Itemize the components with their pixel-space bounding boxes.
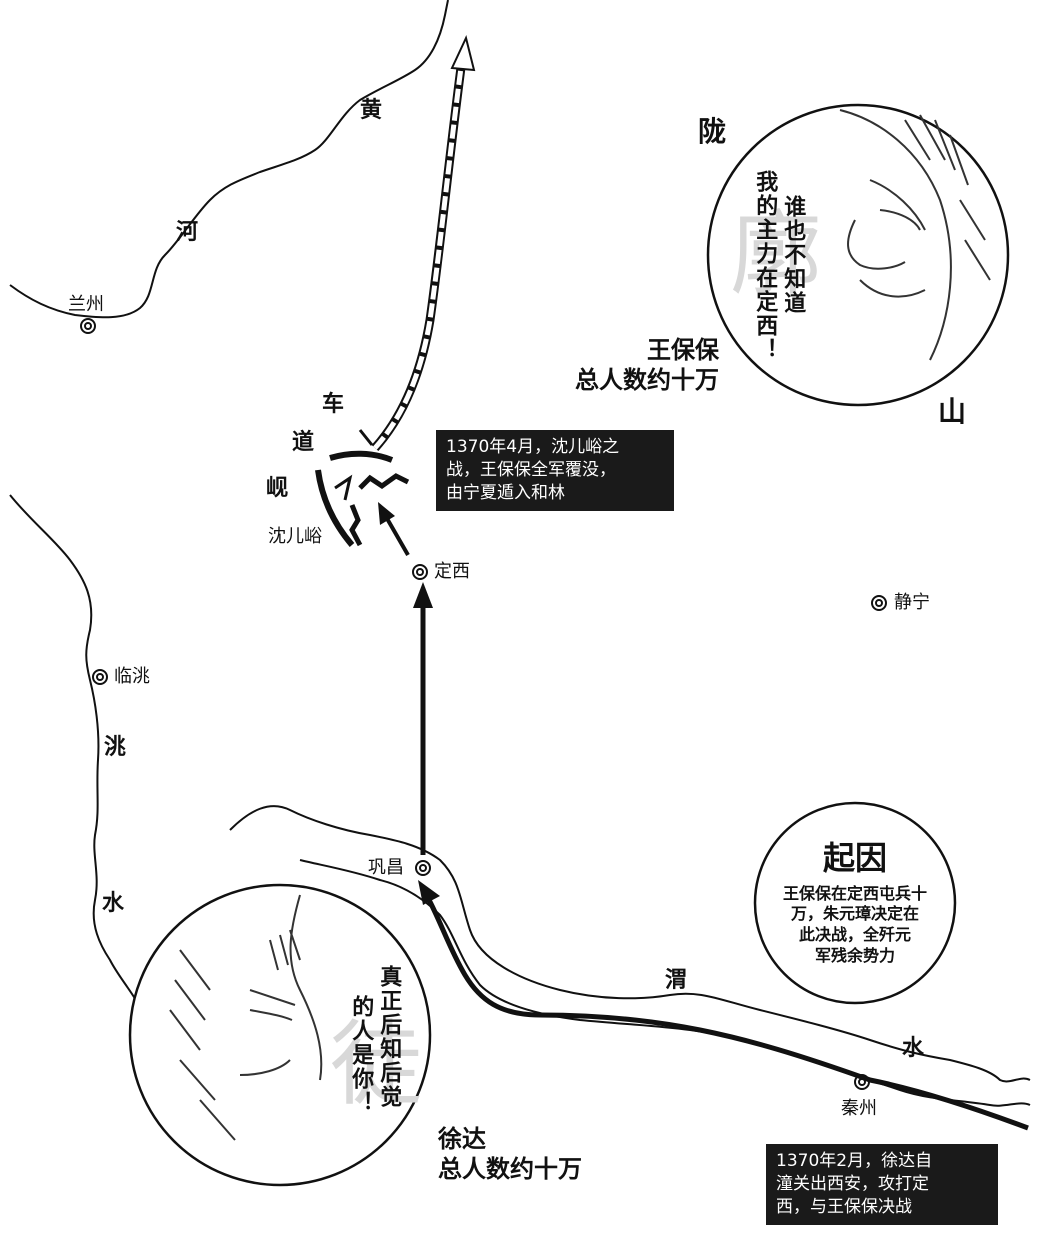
wang-speech-col2: 我的主力在定西！ (752, 170, 778, 362)
wang-portrait-circle (706, 103, 1010, 407)
yellow-river (9, 0, 449, 319)
advance-route-lower (425, 896, 1029, 1131)
battle-mark-icon (315, 469, 355, 547)
city-dingxi: 定西 (434, 561, 470, 582)
tao-river (9, 494, 146, 1021)
start-note-line2: 潼关出西安，攻打定 (776, 1173, 929, 1194)
river-wei-1: 渭 (665, 968, 688, 993)
arrow-icon (378, 502, 395, 525)
xu-speech-col1: 真正后知后觉 (376, 965, 402, 1109)
river-tao-1: 洮 (104, 735, 127, 760)
start-note-line1: 1370年2月，徐达自 (776, 1151, 933, 1171)
wang-army: 王保保 总人数约十万 (555, 335, 719, 395)
battle-mark-icon (334, 429, 374, 501)
xu-strength: 总人数约十万 (438, 1155, 582, 1183)
battle-note-box: 1370年4月，沈儿峪之 战，王保保全军覆没， 由宁夏遁入和林 (436, 430, 674, 511)
region-shan: 山 (938, 395, 967, 428)
wei-river-south (299, 859, 1031, 1107)
retreat-route-inner (373, 59, 465, 450)
city-lintao: 临洮 (114, 666, 150, 687)
wang-watermark: 廓 (730, 201, 823, 308)
city-lanzhou: 兰州 (68, 294, 104, 315)
battle-note-line1: 1370年4月，沈儿峪之 (446, 437, 620, 457)
battle-mark-icon (349, 504, 363, 547)
arrow-icon (418, 880, 440, 905)
retreat-route (371, 59, 467, 451)
city-gongchang: 巩昌 (368, 857, 404, 878)
region-long: 陇 (698, 115, 727, 148)
river-wei-2: 水 (902, 1036, 925, 1061)
chedao-1: 车 (322, 392, 345, 417)
xu-portrait-circle (128, 883, 432, 1187)
approach-route (383, 514, 410, 556)
xu-speech-col2: 的人是你！ (348, 995, 374, 1115)
city-marker-icon (80, 318, 887, 1090)
river-tao-2: 水 (102, 891, 125, 916)
cause-title: 起因 (822, 839, 887, 877)
xu-face-sketch (169, 894, 323, 1141)
city-jingning: 静宁 (894, 592, 930, 613)
chedao-2: 道 (292, 430, 315, 455)
cause-text: 起因 王保保在定西屯兵十 万，朱元璋决定在 此决战，全歼元 军残余势力 (760, 838, 950, 967)
wang-strength: 总人数约十万 (575, 366, 719, 394)
city-shenerxu: 沈儿峪 (268, 526, 322, 547)
wang-speech-col1: 谁也不知道 (780, 195, 806, 315)
cause-circle (753, 801, 957, 1005)
wei-river-north (229, 805, 1031, 1083)
cause-line3: 此决战，全歼元 (798, 925, 911, 945)
city-qinzhou: 秦州 (841, 1098, 877, 1119)
battle-note-line3: 由宁夏遁入和林 (446, 482, 565, 503)
wang-name: 王保保 (647, 336, 719, 364)
start-note-line3: 西，与王保保决战 (776, 1196, 912, 1217)
battle-note-line2: 战，王保保全军覆没， (446, 459, 616, 480)
xu-name: 徐达 (438, 1125, 486, 1153)
retreat-arrow-icon (450, 35, 476, 72)
river-huang-2: 河 (176, 220, 199, 245)
xu-army: 徐达 总人数约十万 (438, 1124, 582, 1184)
battle-mark-icon (358, 473, 410, 490)
cause-line1: 王保保在定西屯兵十 (782, 883, 927, 903)
river-huang-1: 黄 (360, 98, 383, 123)
chedao-3: 岘 (266, 476, 289, 501)
wang-face-sketch (839, 109, 991, 361)
xu-watermark: 徒 (330, 1011, 423, 1118)
arrow-icon (413, 582, 433, 608)
cause-line4: 军残余势力 (814, 945, 895, 965)
start-note-box: 1370年2月，徐达自 潼关出西安，攻打定 西，与王保保决战 (766, 1144, 998, 1225)
cause-line2: 万，朱元璋决定在 (790, 904, 919, 924)
battle-mark-icon (329, 450, 394, 463)
